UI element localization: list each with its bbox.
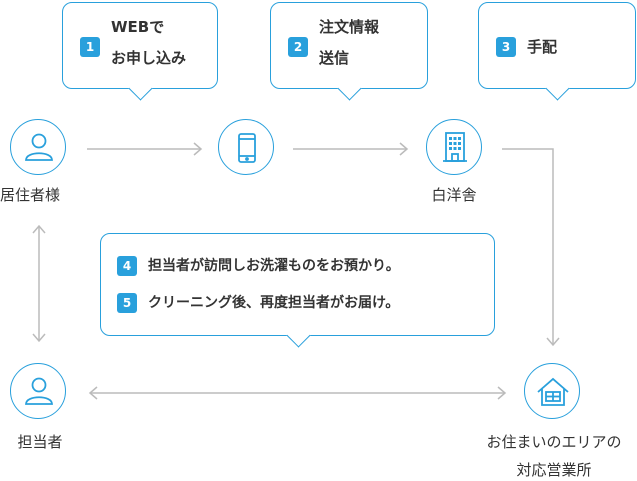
arrow-staff-office	[88, 386, 507, 400]
resident-label: 居住者様	[0, 186, 61, 204]
step-2-line2: 送信	[319, 49, 350, 67]
smartphone-icon	[218, 119, 274, 175]
step-5-text: クリーニング後、再度担当者がお届け。	[148, 295, 400, 311]
office-label-line1: お住まいのエリアの	[486, 433, 622, 451]
step-1-line2: お申し込み	[111, 49, 187, 67]
step-4-badge: 4	[117, 256, 137, 276]
arrow-shiroyosha-to-office	[502, 148, 560, 347]
step-1-line1: WEBで	[111, 18, 165, 36]
steps-4-5-bubble: 4 担当者が訪問しお洗濯ものをお預かり。 5 クリーニング後、再度担当者がお届け…	[100, 233, 495, 348]
step-2-bubble: 2 注文情報 送信	[270, 2, 428, 101]
house-icon	[524, 363, 580, 419]
step-3-line1: 手配	[527, 38, 558, 56]
building-icon	[426, 119, 482, 175]
staff-label: 担当者	[17, 433, 63, 451]
arrow-resident-to-smartphone	[87, 142, 203, 156]
step-4-text: 担当者が訪問しお洗濯ものをお預かり。	[148, 258, 400, 274]
arrow-smartphone-to-shiroyosha	[293, 142, 409, 156]
step-2-line1: 注文情報	[319, 18, 380, 36]
person-icon	[10, 363, 66, 419]
shiroyosha-label: 白洋舎	[431, 186, 477, 204]
step-3-bubble: 3 手配	[478, 2, 636, 101]
office-label-line2: 対応営業所	[516, 461, 592, 479]
step-5-row: 5 クリーニング後、再度担当者がお届け。	[117, 291, 399, 315]
step-5-badge: 5	[117, 293, 137, 313]
step-1-bubble: 1 WEBで お申し込み	[62, 2, 218, 101]
step-4-row: 4 担当者が訪問しお洗濯ものをお預かり。	[117, 254, 400, 278]
step-2-badge: 2	[288, 37, 308, 57]
person-icon	[10, 119, 66, 175]
arrow-resident-staff	[32, 224, 46, 343]
step-1-badge: 1	[80, 37, 100, 57]
step-3-badge: 3	[496, 37, 516, 57]
